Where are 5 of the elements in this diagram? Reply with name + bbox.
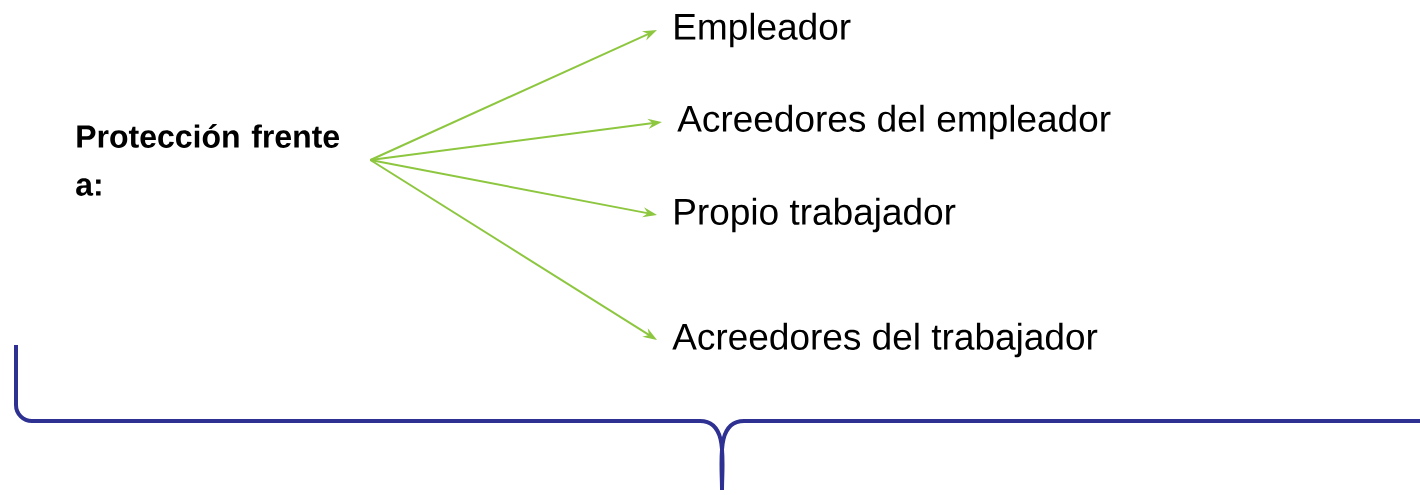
target-label: Empleador [675, 12, 851, 48]
target-label: Acreedores del trabajador [672, 322, 1098, 358]
target-label: Propio trabajador [675, 197, 956, 233]
heading-text: Protección frente a: [76, 124, 340, 196]
target-label: Acreedores del empleador [677, 104, 1111, 140]
